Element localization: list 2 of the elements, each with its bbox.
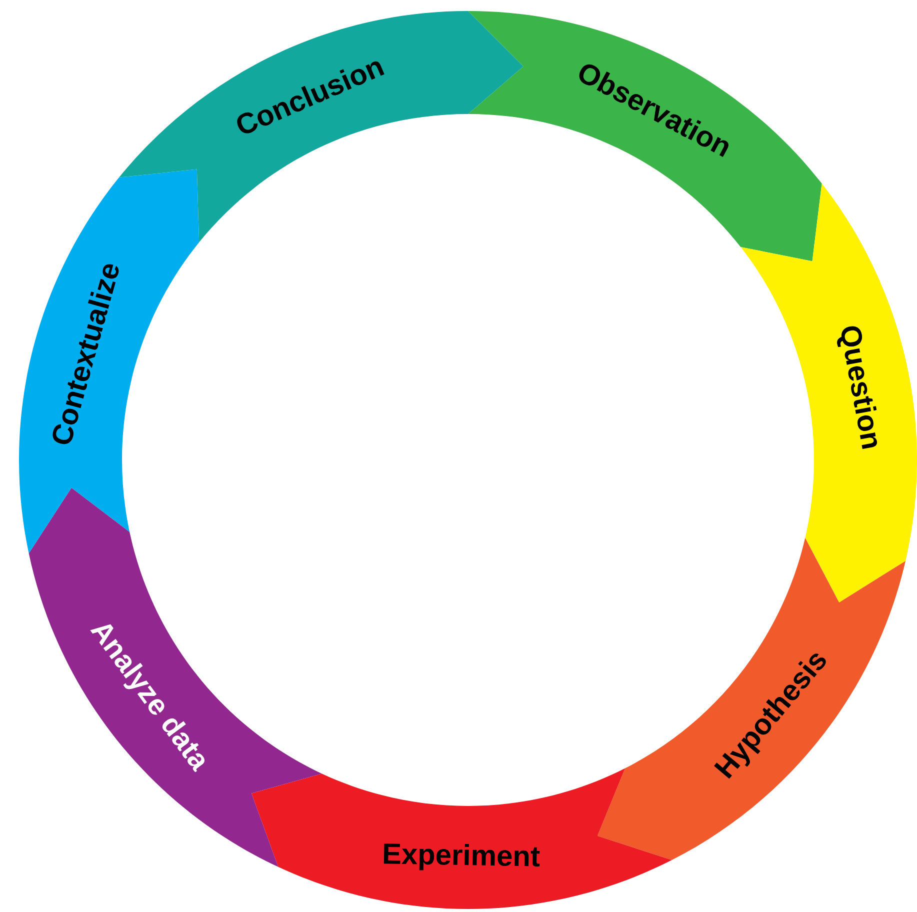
arrow-segment: Experiment	[252, 768, 672, 909]
arrow-segment: Question	[740, 184, 917, 602]
